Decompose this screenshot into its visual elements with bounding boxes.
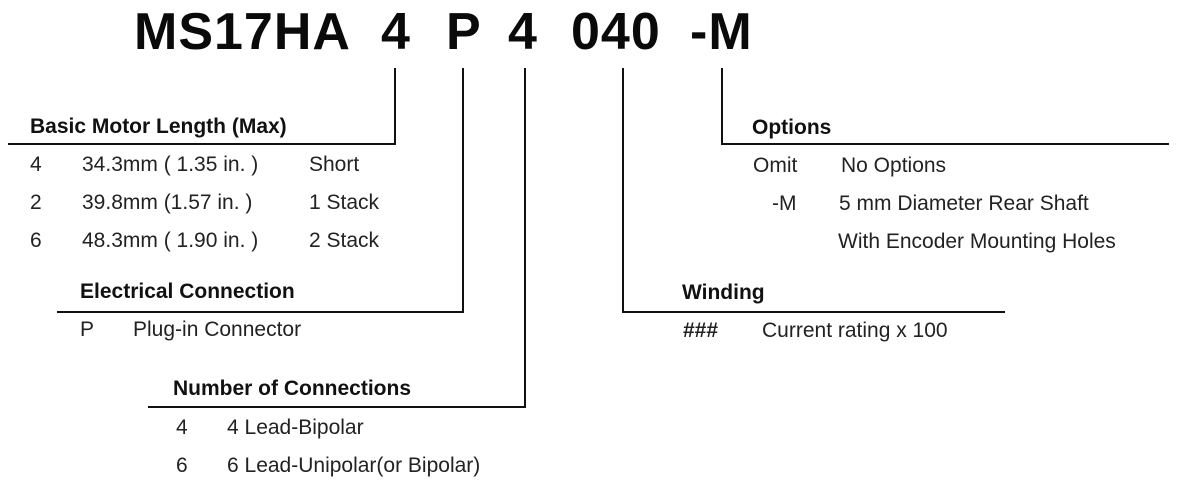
part-winding-code: 040 [571, 3, 661, 61]
connection-row-1-desc: Plug-in Connector [133, 318, 302, 341]
length-row-1-length: 34.3mm ( 1.35 in. ) [82, 153, 259, 176]
winding-row-1-code: ### [683, 319, 719, 342]
part-connection-code: P [446, 3, 482, 61]
leads-heading: Number of Connections [173, 377, 412, 400]
leads-connector-horizontal [148, 406, 526, 408]
part-option-code: -M [690, 3, 753, 61]
winding-row-1-desc: Current rating x 100 [762, 319, 948, 342]
options-row-1-code: Omit [753, 154, 798, 177]
options-heading: Options [752, 116, 832, 139]
leads-row-1-code: 4 [176, 416, 188, 439]
connection-heading: Electrical Connection [80, 280, 295, 303]
leads-connector-vertical [524, 68, 526, 408]
options-row-3-desc: With Encoder Mounting Holes [838, 230, 1116, 253]
part-length-code: 4 [381, 3, 411, 61]
options-row-1-desc: No Options [841, 154, 947, 177]
options-connector-horizontal [721, 143, 1169, 145]
winding-connector-horizontal [622, 311, 1005, 313]
connection-row-1-code: P [80, 318, 95, 341]
winding-heading: Winding [682, 281, 765, 304]
length-connector-vertical [394, 68, 396, 145]
options-row-2-desc: 5 mm Diameter Rear Shaft [839, 192, 1089, 215]
connection-connector-vertical [462, 68, 464, 313]
length-row-2-code: 2 [30, 191, 42, 214]
part-leads-code: 4 [508, 3, 538, 61]
winding-connector-vertical [622, 68, 624, 313]
length-row-3-type: 2 Stack [309, 229, 380, 252]
options-row-2-code: -M [772, 192, 797, 215]
connection-connector-horizontal [57, 311, 464, 313]
length-row-2-length: 39.8mm (1.57 in. ) [82, 191, 253, 214]
length-heading: Basic Motor Length (Max) [30, 115, 287, 138]
part-series: MS17HA [134, 3, 351, 61]
length-row-2-type: 1 Stack [309, 191, 380, 214]
options-connector-vertical [721, 68, 723, 145]
leads-row-2-desc: 6 Lead-Unipolar(or Bipolar) [227, 454, 481, 477]
length-connector-horizontal [8, 143, 396, 145]
leads-row-1-desc: 4 Lead-Bipolar [227, 416, 364, 439]
length-row-3-code: 6 [30, 229, 42, 252]
length-row-1-code: 4 [30, 153, 42, 176]
length-row-3-length: 48.3mm ( 1.90 in. ) [82, 229, 259, 252]
leads-row-2-code: 6 [176, 454, 188, 477]
length-row-1-type: Short [309, 153, 360, 176]
